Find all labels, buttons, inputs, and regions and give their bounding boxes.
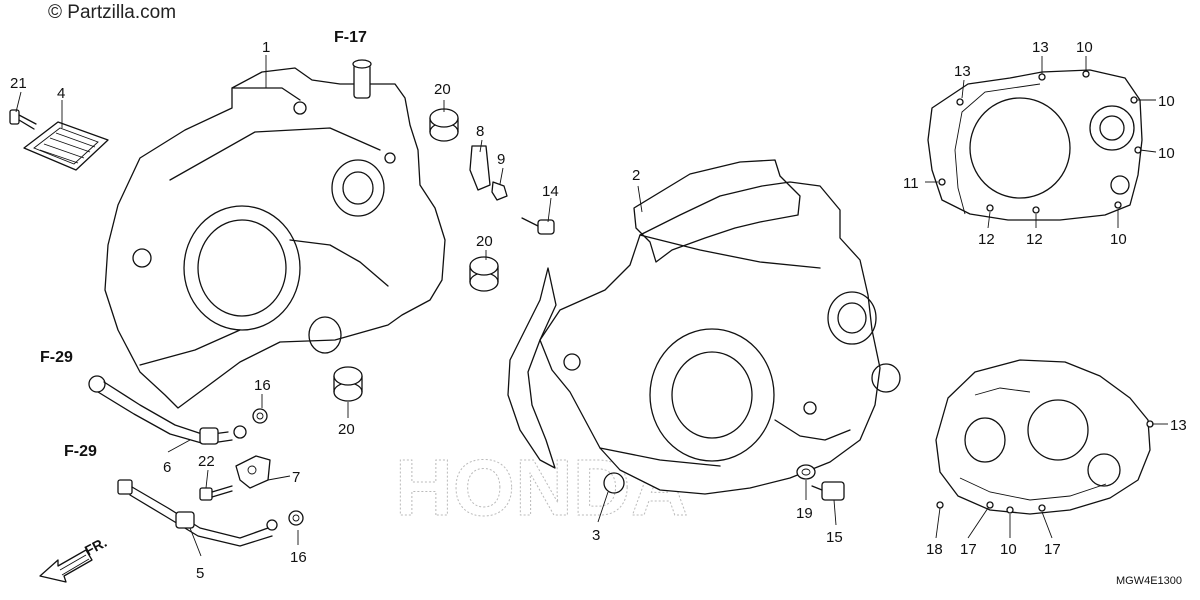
callout-3: 3 bbox=[592, 527, 600, 544]
bolt-14 bbox=[521, 217, 555, 235]
bolt-21 bbox=[9, 109, 37, 130]
crankcase-gasket-2 bbox=[507, 159, 801, 469]
callout-17-right: 17 bbox=[1044, 541, 1061, 558]
washer-16-top bbox=[252, 408, 268, 424]
callout-13-lower: 13 bbox=[1170, 417, 1187, 434]
callout-21: 21 bbox=[10, 75, 27, 92]
callout-6: 6 bbox=[163, 459, 171, 476]
washer-19 bbox=[796, 464, 816, 480]
callout-20-bottom: 20 bbox=[338, 421, 355, 438]
callout-10-upper-right-b: 10 bbox=[1158, 145, 1175, 162]
bolt-15 bbox=[811, 481, 845, 501]
bolt-22 bbox=[199, 485, 233, 501]
callout-12-right: 12 bbox=[1026, 231, 1043, 248]
oil-pipe-5 bbox=[117, 479, 278, 547]
callout-14: 14 bbox=[542, 183, 559, 200]
callout-22: 22 bbox=[198, 453, 215, 470]
callout-8: 8 bbox=[476, 123, 484, 140]
callout-12-left: 12 bbox=[978, 231, 995, 248]
callout-13-upper-left: 13 bbox=[954, 63, 971, 80]
callout-20-middle: 20 bbox=[476, 233, 493, 250]
clip-9 bbox=[491, 181, 508, 201]
breather-fitting bbox=[352, 59, 372, 99]
oil-strainer-screen bbox=[23, 121, 109, 171]
cover-gasket-lower bbox=[935, 359, 1151, 515]
dowel-pins-upper bbox=[938, 70, 1142, 214]
right-crankcase-half bbox=[539, 181, 901, 495]
callout-16-top: 16 bbox=[254, 377, 271, 394]
collar-20-middle bbox=[469, 256, 499, 292]
callout-18: 18 bbox=[926, 541, 943, 558]
callout-2: 2 bbox=[632, 167, 640, 184]
callout-13-upper-top: 13 bbox=[1032, 39, 1049, 56]
callout-20-top: 20 bbox=[434, 81, 451, 98]
callout-10-lower: 10 bbox=[1000, 541, 1017, 558]
callout-10-upper-top: 10 bbox=[1076, 39, 1093, 56]
diagram-code: MGW4E1300 bbox=[1116, 575, 1182, 587]
callout-5: 5 bbox=[196, 565, 204, 582]
callout-11: 11 bbox=[903, 175, 919, 192]
watermark: © Partzilla.com bbox=[48, 2, 176, 23]
callout-15: 15 bbox=[826, 529, 843, 546]
callout-17-left: 17 bbox=[960, 541, 977, 558]
dowel-pins-lower bbox=[936, 420, 1154, 514]
callout-10-upper-bottom: 10 bbox=[1110, 231, 1127, 248]
clip-plate-7 bbox=[235, 455, 271, 489]
callout-9: 9 bbox=[497, 151, 505, 168]
callout-4: 4 bbox=[57, 85, 65, 102]
plate-8 bbox=[469, 145, 491, 191]
cover-gasket-upper bbox=[927, 69, 1143, 221]
callout-10-upper-right-a: 10 bbox=[1158, 93, 1175, 110]
oil-pipe-6 bbox=[88, 375, 247, 445]
callout-7: 7 bbox=[292, 469, 300, 486]
callout-1: 1 bbox=[262, 39, 270, 56]
left-crankcase-half bbox=[104, 67, 446, 409]
ref-f17: F-17 bbox=[334, 29, 367, 46]
collar-20-top bbox=[429, 108, 459, 142]
callout-16-bottom: 16 bbox=[290, 549, 307, 566]
washer-16-bottom bbox=[288, 510, 304, 526]
leader-lines bbox=[15, 55, 1168, 557]
collar-20-bottom bbox=[333, 366, 363, 402]
callout-19: 19 bbox=[796, 505, 813, 522]
ref-f29-top: F-29 bbox=[40, 349, 73, 366]
front-direction-arrow bbox=[39, 549, 93, 583]
ref-f29-bottom: F-29 bbox=[64, 443, 97, 460]
